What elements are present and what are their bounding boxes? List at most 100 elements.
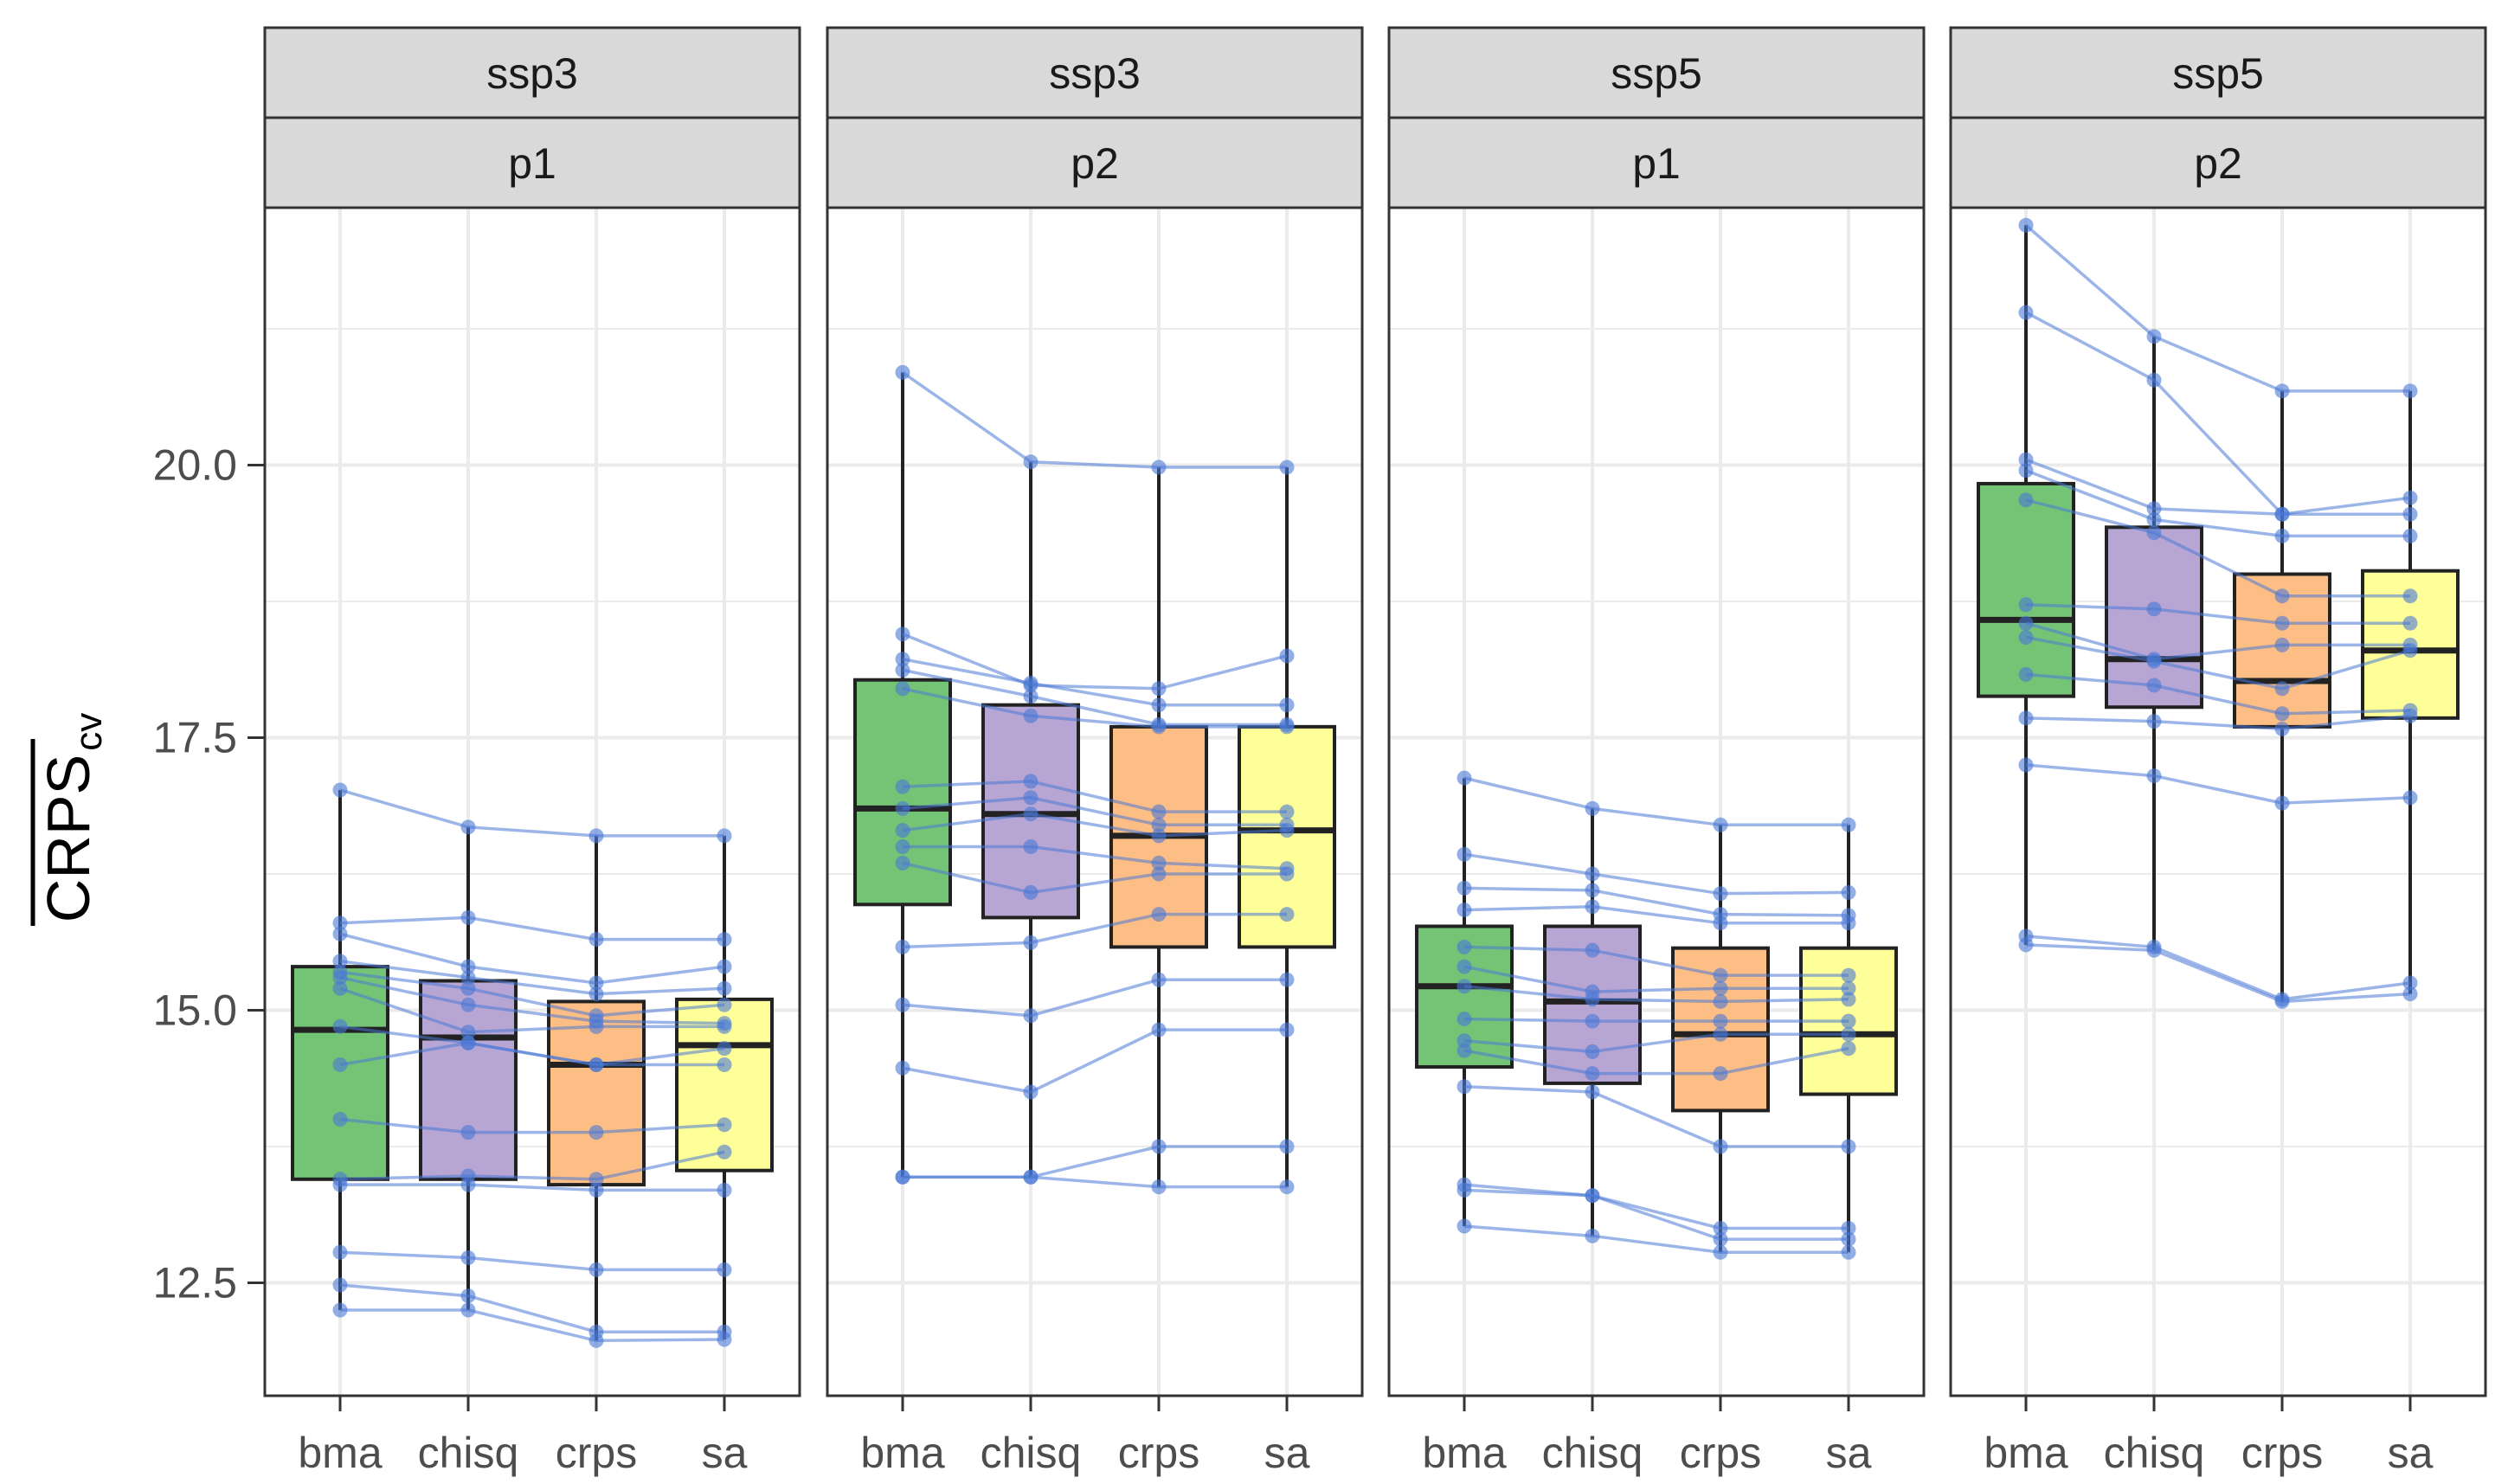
data-point (460, 909, 476, 925)
panel-border (1387, 206, 1926, 1397)
data-point (2146, 372, 2162, 388)
series-line (1463, 1188, 1849, 1241)
series-line (2025, 603, 2410, 625)
data-point (1151, 459, 1167, 475)
data-point (1151, 817, 1167, 832)
data-point (1279, 907, 1295, 922)
data-point (1713, 1244, 1728, 1260)
data-point (895, 800, 910, 816)
data-point (895, 1060, 910, 1076)
data-point (1457, 959, 1472, 974)
series-line (339, 788, 724, 838)
data-point (1585, 899, 1600, 915)
data-point (717, 1332, 732, 1347)
data-point (2402, 528, 2418, 543)
data-point (460, 997, 476, 1012)
series-line (2025, 935, 2411, 1001)
data-point (2402, 643, 2418, 658)
series-line (902, 861, 1287, 895)
data-point (1151, 866, 1167, 882)
facet-strip (826, 26, 1364, 119)
data-point (2146, 678, 2162, 693)
data-point (1023, 790, 1039, 806)
data-point (1279, 459, 1295, 475)
data-point (1023, 935, 1039, 950)
data-point (1023, 689, 1039, 704)
x-tick-label: chisq (1542, 1429, 1643, 1477)
x-tick-label: bma (860, 1429, 944, 1477)
data-point (1841, 1026, 1856, 1042)
data-point (1023, 676, 1039, 691)
data-point (2146, 601, 2162, 617)
series-line (2025, 672, 2411, 716)
data-point (895, 823, 910, 838)
series-line (1463, 1224, 1849, 1254)
x-tick-label: chisq (418, 1429, 519, 1477)
data-point (895, 855, 910, 870)
series-line (902, 658, 1287, 707)
data-point (588, 1057, 604, 1072)
facet-strip-label: ssp3 (1049, 49, 1141, 98)
series-line (902, 633, 1288, 691)
box-chisq (2105, 336, 2203, 951)
data-point (332, 926, 348, 941)
x-tick-label: bma (298, 1429, 382, 1477)
x-tick-label: sa (2388, 1429, 2434, 1477)
data-point (1457, 939, 1472, 954)
data-point (895, 1169, 910, 1185)
data-point (1841, 992, 1856, 1007)
data-point (2018, 452, 2034, 467)
series-line (339, 1250, 724, 1272)
data-point (2402, 615, 2418, 631)
panel-border (263, 206, 801, 1397)
data-point (717, 997, 732, 1012)
data-point (1279, 823, 1295, 838)
facet-strip-label: p2 (1071, 139, 1119, 188)
data-point (1457, 1043, 1472, 1058)
data-point (1841, 884, 1856, 900)
data-point (1023, 839, 1039, 854)
data-point (1279, 648, 1295, 664)
data-point (460, 1035, 476, 1050)
data-point (1023, 1008, 1039, 1024)
data-point (460, 1302, 476, 1318)
x-tick-label: crps (556, 1429, 637, 1477)
data-point (588, 1018, 604, 1034)
data-point (332, 1302, 348, 1318)
series-line (1463, 776, 1849, 827)
series-line (1463, 905, 1849, 925)
data-point (460, 1125, 476, 1140)
data-point (588, 1125, 604, 1140)
data-point (332, 954, 348, 969)
data-point (1151, 697, 1167, 713)
data-point (1841, 1041, 1856, 1057)
data-point (895, 652, 910, 667)
data-point (1713, 1066, 1728, 1082)
series-line (2025, 714, 2411, 731)
data-point (1713, 993, 1728, 1009)
data-point (1841, 980, 1856, 996)
data-point (1279, 1022, 1295, 1038)
y-tick-label: 17.5 (153, 714, 237, 762)
data-point (588, 986, 604, 1002)
data-point (1279, 1139, 1295, 1154)
data-point (1151, 1022, 1167, 1038)
y-axis-title: CRPScv (35, 713, 110, 922)
data-point (2018, 630, 2034, 646)
series-line (340, 1308, 725, 1343)
data-point (332, 1057, 348, 1072)
facet-strip (826, 116, 1364, 209)
data-point (1841, 1244, 1856, 1260)
data-point (895, 626, 910, 642)
data-point (1151, 907, 1167, 922)
series-line (339, 932, 725, 985)
data-point (2402, 986, 2418, 1002)
data-point (895, 839, 910, 854)
data-point (1585, 942, 1600, 958)
data-point (332, 980, 348, 996)
data-point (717, 1117, 732, 1133)
data-point (1023, 454, 1039, 470)
series-line (903, 1175, 1287, 1189)
data-point (2146, 525, 2162, 541)
